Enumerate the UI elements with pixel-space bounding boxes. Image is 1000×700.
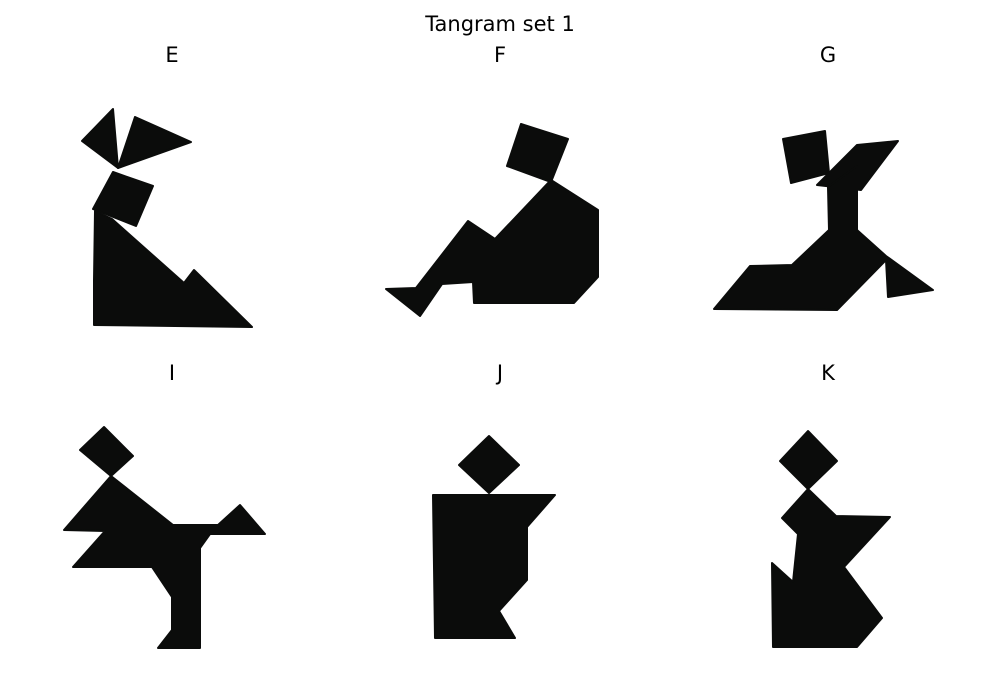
tangram-piece — [79, 426, 134, 477]
tangram-figure-i — [63, 426, 266, 649]
tangram-piece — [92, 171, 154, 227]
tangram-figure-e — [81, 108, 253, 328]
tangram-piece — [117, 116, 192, 169]
tangram-figure-k — [771, 430, 891, 648]
tangram-piece — [458, 435, 520, 494]
tangram-piece — [713, 165, 934, 311]
tangram-piece — [782, 130, 830, 184]
panel-label-i: I — [168, 361, 176, 385]
panel-label-e: E — [165, 43, 179, 67]
panel-label-f: F — [493, 43, 507, 67]
tangram-figure-j — [432, 435, 556, 639]
tangram-piece — [63, 475, 266, 649]
panel-label-g: G — [819, 43, 837, 67]
tangram-piece — [385, 179, 599, 317]
panel-label-j: J — [496, 361, 504, 385]
tangram-piece — [771, 488, 891, 648]
page-title: Tangram set 1 — [425, 12, 575, 36]
tangram-piece — [779, 430, 838, 490]
tangram-piece — [432, 494, 556, 639]
tangram-piece — [81, 108, 119, 169]
tangram-figure-f — [385, 123, 599, 317]
tangram-piece — [93, 210, 253, 328]
panel-label-k: K — [821, 361, 835, 385]
tangram-figure-g — [713, 130, 934, 311]
tangram-piece — [506, 123, 569, 183]
